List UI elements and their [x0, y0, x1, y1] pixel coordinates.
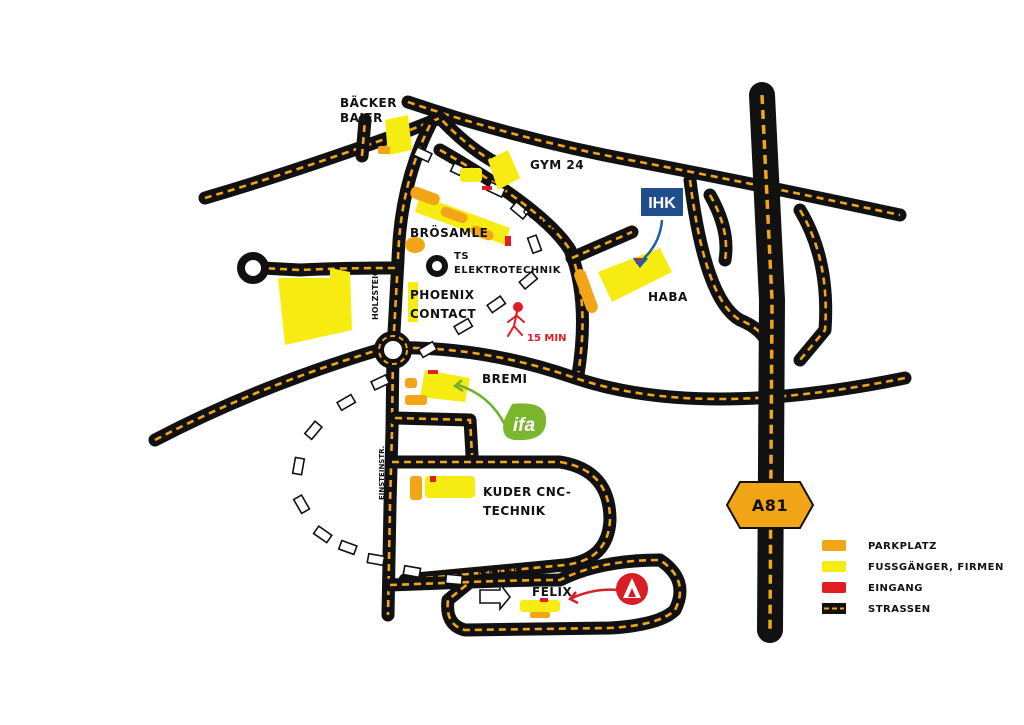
ihk-logo: IHK	[641, 188, 683, 216]
agentur-logo	[616, 573, 648, 605]
highway-a81	[749, 82, 786, 643]
highway-sign: A81	[725, 481, 815, 529]
legend: PARKPLATZ FUSSGÄNGER, FIRMEN EINGANG STR…	[822, 540, 1004, 615]
building-baecker	[385, 115, 412, 155]
ifa-arrow	[457, 383, 507, 426]
street-hertz: HERTZSTR.	[477, 565, 521, 577]
building-felix	[520, 600, 560, 612]
ifa-logo: ifa	[503, 403, 547, 441]
label-felix: FELIX	[532, 585, 573, 599]
building-gym	[488, 150, 520, 190]
street-holzsteig: HOLZSTEIG	[371, 269, 380, 320]
svg-text:IHK: IHK	[648, 195, 676, 212]
place-labels: BÄCKER BAIER GYM 24 BRÖSAMLE TS ELEKTROT…	[340, 95, 688, 599]
agentur-arrow	[571, 588, 619, 600]
label-baecker-1: BÄCKER	[340, 95, 397, 110]
legend-label-entrance: EINGANG	[868, 583, 923, 594]
label-phoenix-1: PHOENIX	[410, 288, 475, 302]
label-gym: GYM 24	[530, 158, 584, 172]
building-phoenix-west	[278, 268, 352, 345]
walk-arrow	[479, 581, 512, 612]
building-haba	[598, 248, 672, 302]
label-haba: HABA	[648, 290, 688, 304]
legend-label-street: STRASSEN	[868, 604, 931, 615]
label-kuder-1: KUDER CNC-	[483, 485, 571, 499]
label-kuder-2: TECHNIK	[483, 504, 546, 518]
building-kuder	[425, 476, 475, 498]
ihk-arrow	[639, 219, 664, 263]
pedestrian-path	[291, 145, 543, 612]
legend-swatch-building	[822, 561, 846, 572]
legend-swatch-entrance	[822, 582, 846, 593]
legend-label-building: FUSSGÄNGER, FIRMEN	[868, 559, 1004, 573]
legend-swatch-parking	[822, 540, 846, 551]
label-bremi: BREMI	[482, 372, 528, 386]
legend-label-parking: PARKPLATZ	[868, 541, 937, 552]
road-network	[148, 95, 912, 637]
street-einstein: EINSTEINSTR.	[378, 446, 386, 500]
label-baecker-2: BAIER	[340, 111, 383, 125]
label-broesamle: BRÖSAMLE	[410, 225, 488, 240]
svg-text:ifa: ifa	[513, 415, 536, 436]
walk-time-label: 15 MIN	[527, 333, 566, 344]
buildings	[278, 115, 672, 618]
pedestrian-icon	[507, 302, 525, 337]
label-ts-1: TS	[454, 251, 469, 262]
label-ts-2: ELEKTROTECHNIK	[454, 265, 562, 276]
label-phoenix-2: CONTACT	[410, 307, 476, 321]
building-bremi	[420, 370, 470, 402]
svg-text:A81: A81	[752, 496, 788, 515]
